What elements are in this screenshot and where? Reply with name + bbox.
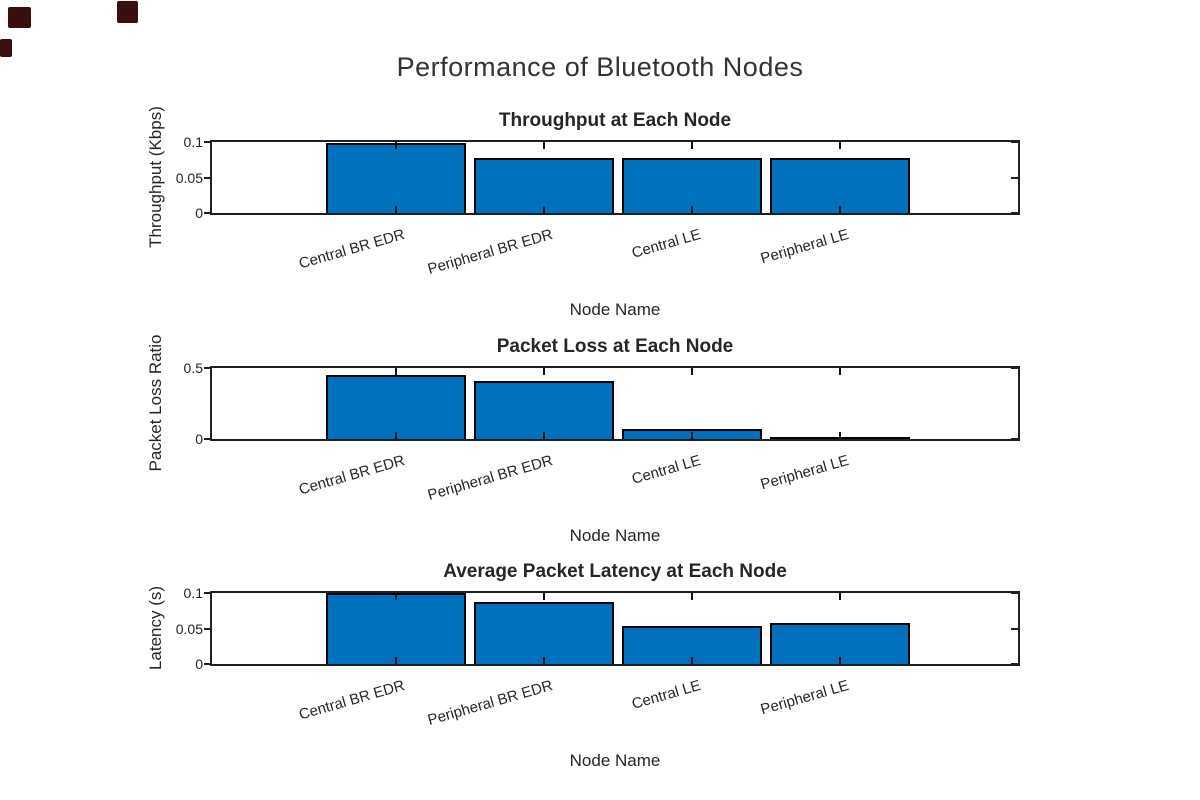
x-tick-mark-top: [690, 593, 693, 600]
figure-title: Performance of Bluetooth Nodes: [396, 52, 804, 82]
x-tick-mark-top: [542, 368, 545, 375]
bar-peripheral-le: [769, 158, 910, 213]
x-tick-mark-bottom: [394, 657, 397, 664]
x-tick-mark-bottom: [542, 206, 545, 213]
y-tick-mark-right: [1011, 592, 1018, 594]
y-tick-mark-right: [1011, 367, 1018, 369]
subplot-title: Throughput at Each Node: [498, 110, 732, 131]
x-tick-mark-bottom: [690, 432, 693, 439]
x-tick-mark-bottom: [690, 657, 693, 664]
bar-central-br-edr: [325, 143, 466, 213]
y-tick-label: 0: [195, 431, 203, 447]
y-tick-mark-left: [204, 367, 210, 369]
x-tick-mark-top: [394, 368, 397, 375]
y-tick-mark-left: [204, 176, 210, 179]
x-tick-mark-top: [542, 142, 545, 149]
y-tick-mark-left: [204, 663, 210, 665]
y-tick-mark-right: [1011, 141, 1018, 143]
x-tick-mark-top: [690, 142, 693, 149]
x-tick-mark-top: [838, 593, 841, 600]
y-tick-label: 0.05: [175, 620, 203, 637]
x-tick-mark-bottom: [394, 206, 397, 213]
y-tick-label: 0.5: [183, 360, 203, 376]
x-tick-mark-top: [690, 368, 693, 375]
x-tick-mark-top: [838, 142, 841, 149]
y-tick-label: 0: [195, 205, 203, 221]
x-tick-mark-top: [394, 593, 397, 600]
screen-artifact-mark: [0, 39, 12, 57]
subplot-title: Average Packet Latency at Each Node: [443, 561, 787, 582]
x-tick-mark-top: [838, 368, 841, 375]
y-tick-label: 0.05: [175, 169, 203, 186]
x-tick-mark-top: [542, 593, 545, 600]
bar-central-br-edr: [325, 593, 466, 664]
screen-artifact-mark: [8, 7, 31, 28]
y-tick-mark-left: [204, 592, 210, 594]
y-tick-label: 0: [195, 656, 203, 672]
plot-area-throughput: [210, 140, 1020, 215]
y-tick-label: 0.1: [183, 585, 203, 601]
y-tick-mark-left: [204, 212, 210, 214]
x-tick-mark-bottom: [838, 432, 841, 439]
x-tick-mark-bottom: [690, 206, 693, 213]
x-tick-mark-bottom: [394, 432, 397, 439]
x-axis-label: Node Name: [569, 300, 661, 319]
x-axis-label: Node Name: [569, 526, 661, 545]
y-tick-mark-right: [1011, 176, 1018, 179]
y-tick-mark-left: [204, 627, 210, 630]
bar-peripheral-br-edr: [473, 602, 614, 664]
subplot-title: Packet Loss at Each Node: [496, 336, 734, 357]
bar-peripheral-br-edr: [473, 158, 614, 213]
y-tick-mark-right: [1011, 438, 1018, 440]
plot-area-packet-loss: [210, 366, 1020, 441]
y-tick-mark-right: [1011, 627, 1018, 630]
y-tick-mark-right: [1011, 212, 1018, 214]
screen-artifact-mark: [117, 1, 138, 23]
plot-area-latency: [210, 591, 1020, 666]
y-tick-label: 0.1: [183, 134, 203, 150]
bar-peripheral-br-edr: [473, 381, 614, 439]
y-axis-label: Packet Loss Ratio: [146, 334, 165, 472]
y-tick-mark-left: [204, 438, 210, 440]
y-tick-mark-left: [204, 141, 210, 143]
x-tick-mark-bottom: [838, 657, 841, 664]
bar-central-le: [621, 158, 762, 213]
x-tick-mark-top: [394, 142, 397, 149]
y-tick-mark-right: [1011, 663, 1018, 665]
x-tick-mark-bottom: [542, 432, 545, 439]
bar-central-br-edr: [325, 375, 466, 439]
x-axis-label: Node Name: [569, 751, 661, 770]
x-tick-mark-bottom: [838, 206, 841, 213]
x-tick-mark-bottom: [542, 657, 545, 664]
